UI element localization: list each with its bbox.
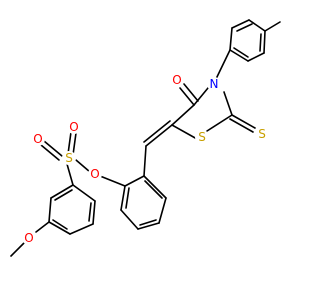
bond [171, 124, 198, 140]
atom-s-ring: S [195, 130, 209, 144]
molecule-structure: O O S O O O N S [10, 19, 281, 257]
bond [92, 200, 96, 225]
atom-n-ring: N [207, 77, 221, 91]
atom-label: S [198, 130, 206, 144]
bond [144, 180, 163, 199]
bond [248, 19, 266, 32]
atom-label: O [172, 73, 181, 87]
bond [50, 184, 74, 199]
bond [231, 114, 256, 129]
molecule-canvas: O O S O O O N S [10, 19, 281, 257]
bond [236, 23, 253, 32]
atom-label: S [65, 151, 73, 165]
bond [231, 19, 250, 29]
bond [99, 175, 126, 187]
bond [215, 49, 231, 80]
atom-label-bg [31, 132, 45, 146]
bond [35, 221, 50, 233]
atom-label: N [210, 77, 219, 91]
atom-s-thione: S [255, 127, 269, 141]
bond [120, 209, 139, 230]
atom-label: O [69, 120, 78, 134]
bond [67, 131, 72, 155]
atom-o-carbonyl: O [170, 73, 184, 87]
atom-label-bg [207, 77, 221, 91]
bond [40, 144, 60, 161]
bond [263, 30, 266, 54]
atom-label-bg [170, 73, 184, 87]
bond [183, 83, 199, 102]
bond [88, 202, 92, 222]
atom-o-ester: O [88, 167, 102, 181]
bond [72, 132, 77, 156]
atom-label: O [33, 132, 42, 146]
bond [43, 140, 63, 157]
atom-o-sulfonyl-1: O [67, 120, 81, 134]
atom-label-bg [22, 231, 36, 245]
atom-labels: O O S O O O N S [22, 73, 269, 245]
atom-label-bg [88, 167, 102, 181]
bond [52, 219, 68, 230]
bond [10, 242, 25, 257]
atom-s-sulfonyl: S [62, 151, 76, 165]
bond [259, 33, 262, 52]
bond [66, 163, 74, 186]
bond [48, 197, 52, 223]
bond [179, 87, 195, 106]
bond [124, 175, 145, 187]
bond [125, 187, 130, 209]
atom-label-bg [255, 127, 269, 141]
bond [120, 185, 126, 211]
atom-o-sulfonyl-2: O [31, 132, 45, 146]
bond [171, 104, 195, 126]
atom-label: S [258, 127, 266, 141]
bond [69, 223, 94, 235]
atom-label: O [90, 167, 99, 181]
atom-label-bg [195, 130, 209, 144]
bond [233, 47, 249, 58]
bond [143, 175, 167, 199]
bond [229, 27, 233, 51]
bonds [10, 19, 281, 257]
atom-label: O [24, 231, 33, 245]
bond [75, 159, 91, 173]
bond [143, 145, 147, 177]
bond [158, 197, 167, 224]
bond [72, 184, 96, 202]
bond [139, 219, 157, 226]
bond [145, 124, 173, 147]
bond [229, 49, 249, 62]
bond [223, 91, 233, 116]
atom-label-bg [62, 151, 76, 165]
bond [48, 221, 71, 235]
bond [247, 52, 265, 62]
bond [206, 114, 233, 132]
bond [264, 21, 281, 32]
bond [137, 222, 160, 230]
atom-label-bg [67, 120, 81, 134]
bond [229, 118, 254, 133]
bond [143, 120, 171, 143]
atom-o-methoxy: O [22, 231, 36, 245]
bond [193, 87, 209, 106]
bond [54, 189, 73, 201]
